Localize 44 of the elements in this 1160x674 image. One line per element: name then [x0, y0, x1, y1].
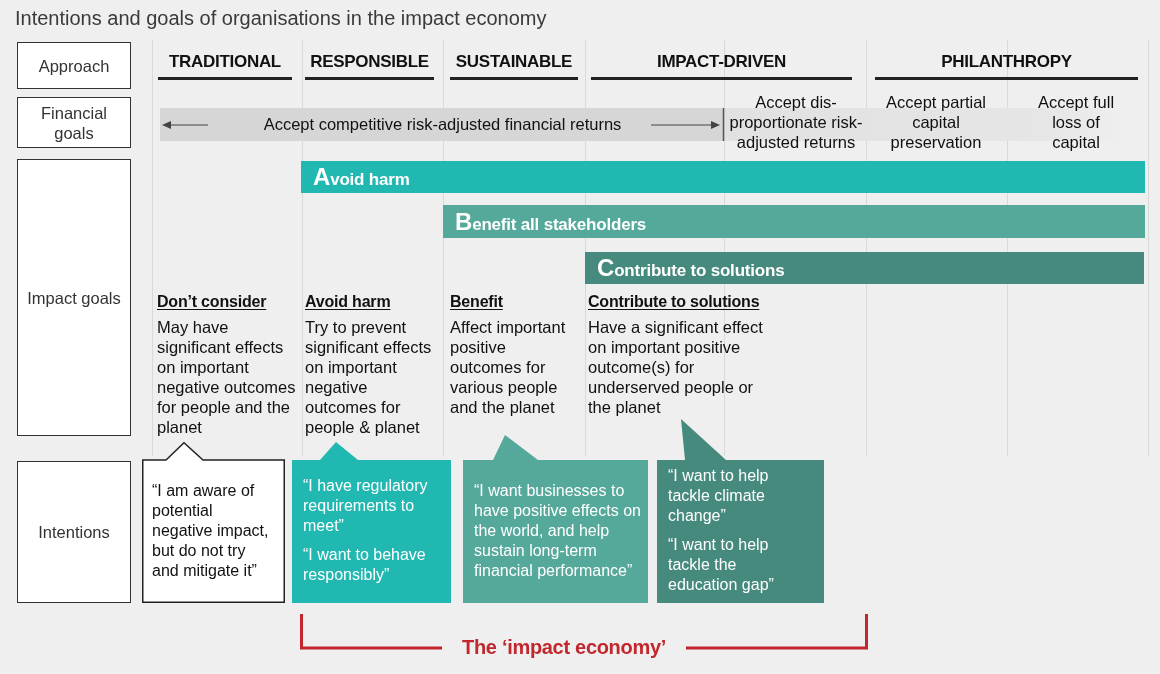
row-header-box — [17, 461, 131, 603]
row-header-text: Approach — [38, 55, 110, 76]
goal-heading: Don’t consider — [157, 292, 267, 312]
goal-description: Try to prevent significant effects on important negative outcomes for people & planet — [305, 317, 433, 437]
bar-label: Benefit all stakeholders — [455, 207, 647, 237]
row-header-text: Financial goals — [39, 102, 108, 143]
column-heading: PHILANTHROPY — [875, 51, 1138, 80]
bar-label: Avoid harm — [313, 163, 410, 192]
quote-text: “I have regulatory requirements to meet” — [303, 476, 429, 536]
speech-bubble — [463, 435, 648, 603]
speech-bubble — [142, 442, 285, 603]
column-heading: RESPONSIBLE — [305, 51, 434, 80]
row-header-box — [17, 159, 131, 436]
cell-text: Accept partial capital preservation — [885, 92, 987, 152]
goal-description: Have a significant effect on important positive outcome(s) for underserved people or the planet — [588, 317, 764, 417]
goal-bar — [443, 205, 1145, 238]
quote-text: “I want to help tackle climate change” — [668, 466, 770, 526]
title: Intentions and goals of organisations in the impact economy — [15, 6, 547, 30]
band-text: Accept competitive risk-adjusted financial returns — [263, 114, 622, 135]
goal-heading: Avoid harm — [305, 292, 391, 312]
row-header-box — [17, 42, 131, 89]
quote-text: “I am aware of potential negative impact, but do not try and mitigate it” — [152, 480, 270, 581]
row-header-box — [17, 97, 131, 148]
row-header-text: Impact goals — [27, 287, 121, 308]
quote-text: “I want to help tackle the education gap” — [668, 535, 775, 595]
quote-text: “I want businesses to have positive effects on the world, and help sustain long-term financial performance” — [474, 480, 641, 581]
speech-bubble — [657, 419, 824, 603]
cell-text: Accept dis-proportionate risk-adjusted returns — [728, 92, 864, 152]
goal-description: May have significant effects on important negative outcomes for people and the planet — [157, 317, 297, 437]
column-heading: IMPACT-DRIVEN — [591, 51, 852, 80]
goal-bar — [301, 161, 1145, 193]
row-header-text: Intentions — [38, 522, 110, 542]
goal-description: Affect important positive outcomes for various people and the planet — [450, 317, 567, 417]
column-heading: TRADITIONAL — [158, 51, 292, 80]
speech-bubble — [292, 442, 451, 603]
bracket-label: The ‘impact economy’ — [461, 635, 667, 660]
goal-heading: Contribute to solutions — [588, 292, 760, 312]
column-heading: SUSTAINABLE — [450, 51, 578, 80]
goal-heading: Benefit — [450, 292, 503, 312]
quote-text: “I want to behave responsibly” — [303, 545, 427, 585]
goal-bar — [585, 252, 1144, 284]
bar-label: Contribute to solutions — [597, 254, 785, 283]
financial-band — [160, 108, 725, 141]
cell-text: Accept full loss of capital — [1036, 92, 1116, 152]
